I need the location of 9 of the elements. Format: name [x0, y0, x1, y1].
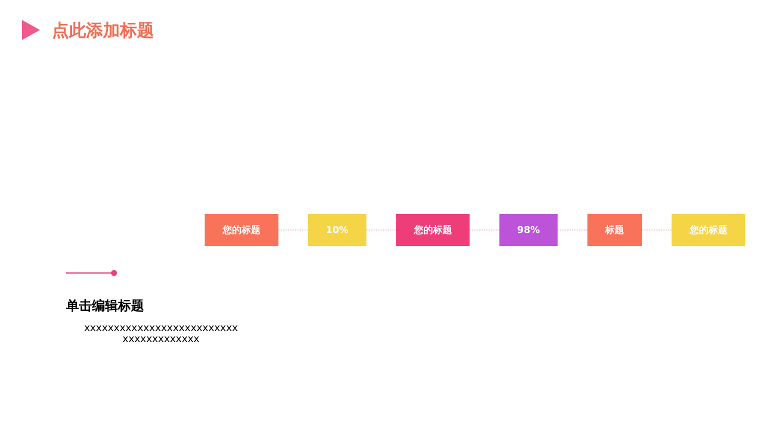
node-box: 您的标题: [396, 214, 470, 246]
node-box: 标题: [587, 214, 642, 246]
node-box: 您的标题: [672, 214, 746, 246]
node-box: 您的标题: [204, 214, 278, 246]
node-box: 98%: [499, 214, 558, 246]
node-box: 10%: [308, 214, 366, 246]
subheading: 单击编辑标题: [66, 298, 145, 315]
title: 点此添加标题: [52, 20, 154, 42]
body-text: xxxxxxxxxxxxxxxxxxxxxxxxxx xxxxxxxxxxxxx: [83, 323, 239, 345]
